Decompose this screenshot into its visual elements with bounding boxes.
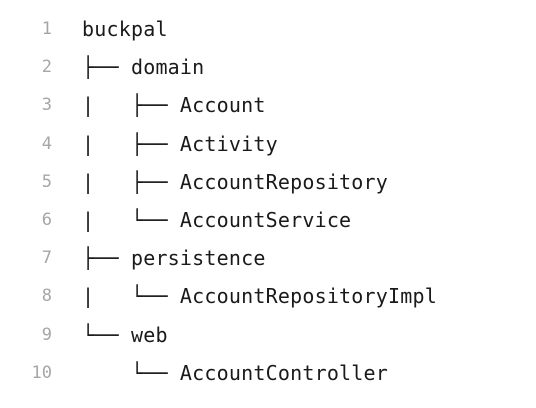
line-text: | ├── Account	[82, 93, 266, 118]
code-line: 4 | ├── Activity	[0, 125, 536, 163]
line-number: 5	[41, 171, 52, 192]
line-text: | └── AccountRepositoryImpl	[82, 284, 437, 309]
code-line: 6 | └── AccountService	[0, 201, 536, 239]
line-number: 8	[41, 286, 52, 307]
code-line: 1 buckpal	[0, 10, 536, 48]
code-line: 7 ├── persistence	[0, 239, 536, 277]
line-number: 9	[41, 324, 52, 345]
code-line: 10 └── AccountController	[0, 354, 536, 392]
line-text: ├── persistence	[82, 246, 266, 271]
line-text: | ├── AccountRepository	[82, 169, 389, 194]
line-text: └── AccountController	[82, 360, 389, 385]
line-number: 6	[41, 210, 52, 231]
line-number: 10	[31, 362, 52, 383]
code-line: 9 └── web	[0, 316, 536, 354]
code-line: 5 | ├── AccountRepository	[0, 163, 536, 201]
line-text: | └── AccountService	[82, 208, 352, 233]
line-text: | ├── Activity	[82, 131, 278, 156]
code-line: 8 | └── AccountRepositoryImpl	[0, 277, 536, 315]
code-line: 2 ├── domain	[0, 48, 536, 86]
line-number: 7	[41, 248, 52, 269]
line-text: └── web	[82, 322, 168, 347]
line-number: 2	[41, 57, 52, 78]
line-number: 4	[41, 133, 52, 154]
code-block: 1 buckpal 2 ├── domain 3 | ├── Account 4…	[0, 10, 536, 392]
code-line: 3 | ├── Account	[0, 86, 536, 124]
line-number: 3	[41, 95, 52, 116]
line-number: 1	[41, 19, 52, 40]
line-text: ├── domain	[82, 55, 205, 80]
line-text: buckpal	[82, 17, 168, 42]
